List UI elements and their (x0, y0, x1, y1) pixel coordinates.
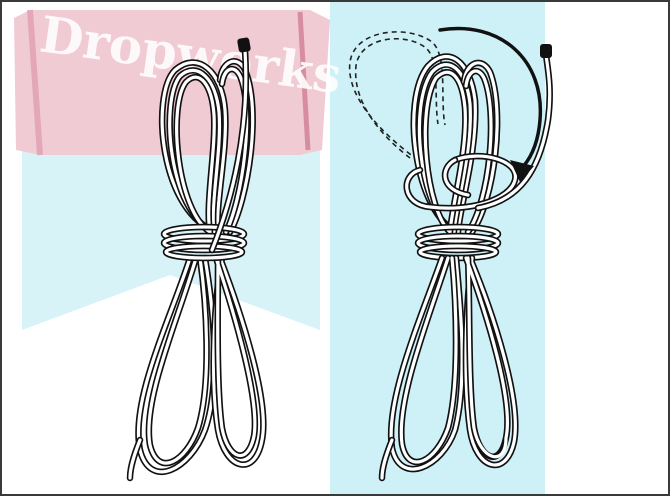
rope-end-cap-left (237, 37, 251, 53)
rope-end-cap-right (540, 44, 552, 58)
